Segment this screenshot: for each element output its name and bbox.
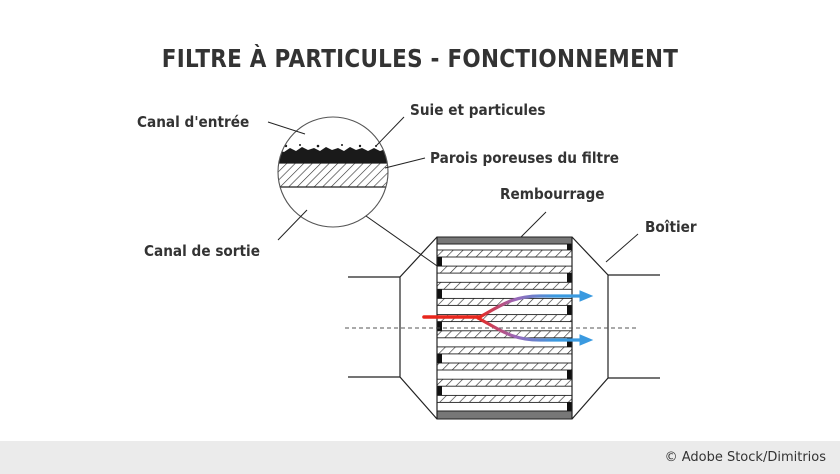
label-padding: Rembourrage	[500, 185, 605, 203]
credit-bar: © Adobe Stock/Dimitrios	[0, 441, 840, 474]
flow-lower	[476, 316, 584, 342]
leader-soot	[375, 116, 405, 147]
leader-inlet-channel	[267, 121, 306, 135]
leader-lines	[267, 116, 639, 263]
porous-wall	[436, 265, 573, 274]
magnifier-outline	[277, 116, 389, 228]
channel-plug	[437, 257, 442, 267]
channel-plug	[567, 305, 572, 315]
channel-plug	[437, 321, 442, 331]
channel-plug	[567, 337, 572, 347]
leader-outlet-channel	[277, 209, 308, 241]
label-porous-walls: Parois poreuses du filtre	[430, 149, 620, 167]
channel-plug	[567, 370, 572, 380]
arrow-head-lower	[579, 334, 594, 346]
inlet-cone	[399, 236, 438, 420]
channel-plug	[567, 273, 572, 283]
credit-text: © Adobe Stock/Dimitrios	[664, 450, 826, 465]
label-outlet-channel: Canal de sortie	[144, 242, 260, 260]
label-housing: Boîtier	[645, 218, 697, 236]
channel-plug	[437, 289, 442, 299]
channel-plug	[437, 353, 442, 363]
porous-wall	[436, 346, 573, 355]
channel-plug	[567, 402, 572, 411]
padding-bottom	[436, 410, 573, 420]
porous-wall	[436, 249, 573, 258]
leader-padding	[517, 211, 547, 241]
magnifier-detail	[277, 116, 441, 269]
outlet-cone	[571, 236, 609, 420]
channel-plug	[437, 386, 442, 396]
magnifier-soot-layer	[278, 147, 388, 163]
leader-housing	[605, 233, 639, 263]
channel-plug	[567, 244, 572, 250]
leader-porous-walls	[384, 157, 426, 169]
magnifier-porous-wall	[278, 163, 388, 187]
label-soot: Suie et particules	[410, 101, 546, 119]
porous-wall	[436, 281, 573, 290]
magnifier-connector	[365, 215, 441, 269]
porous-wall	[436, 378, 573, 387]
flow-upper	[476, 294, 584, 320]
arrow-head-upper	[579, 290, 594, 302]
porous-wall	[436, 362, 573, 371]
padding-top	[436, 236, 573, 245]
label-inlet-channel: Canal d'entrée	[137, 113, 250, 131]
housing	[348, 236, 660, 420]
gas-flow	[422, 290, 594, 346]
page-title: FILTRE À PARTICULES - FONCTIONNEMENT	[161, 44, 679, 73]
porous-wall	[436, 394, 573, 403]
